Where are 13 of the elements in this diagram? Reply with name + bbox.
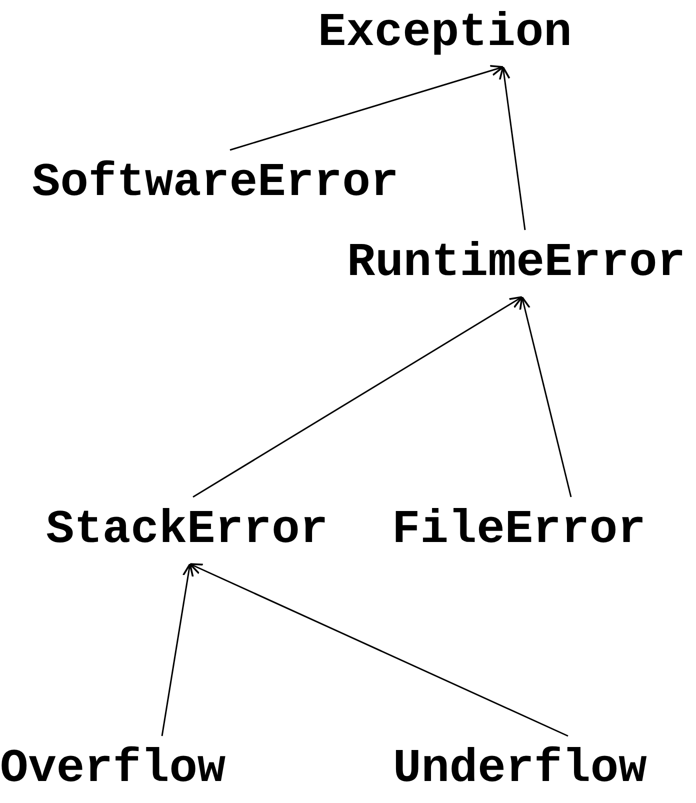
arrow	[519, 296, 572, 498]
class-name: StackError	[46, 497, 328, 564]
class-name: Overflow	[0, 736, 226, 803]
class-name: Exception	[318, 0, 572, 67]
class-name: RuntimeError	[347, 230, 686, 297]
arrow	[192, 296, 523, 498]
arrow	[498, 66, 526, 230]
arrow	[230, 65, 504, 151]
arrow	[189, 563, 568, 737]
arrow	[161, 563, 194, 736]
class-name: Underflow	[393, 736, 647, 803]
class-name: FileError	[392, 497, 646, 564]
class-name: SoftwareError	[32, 150, 399, 217]
